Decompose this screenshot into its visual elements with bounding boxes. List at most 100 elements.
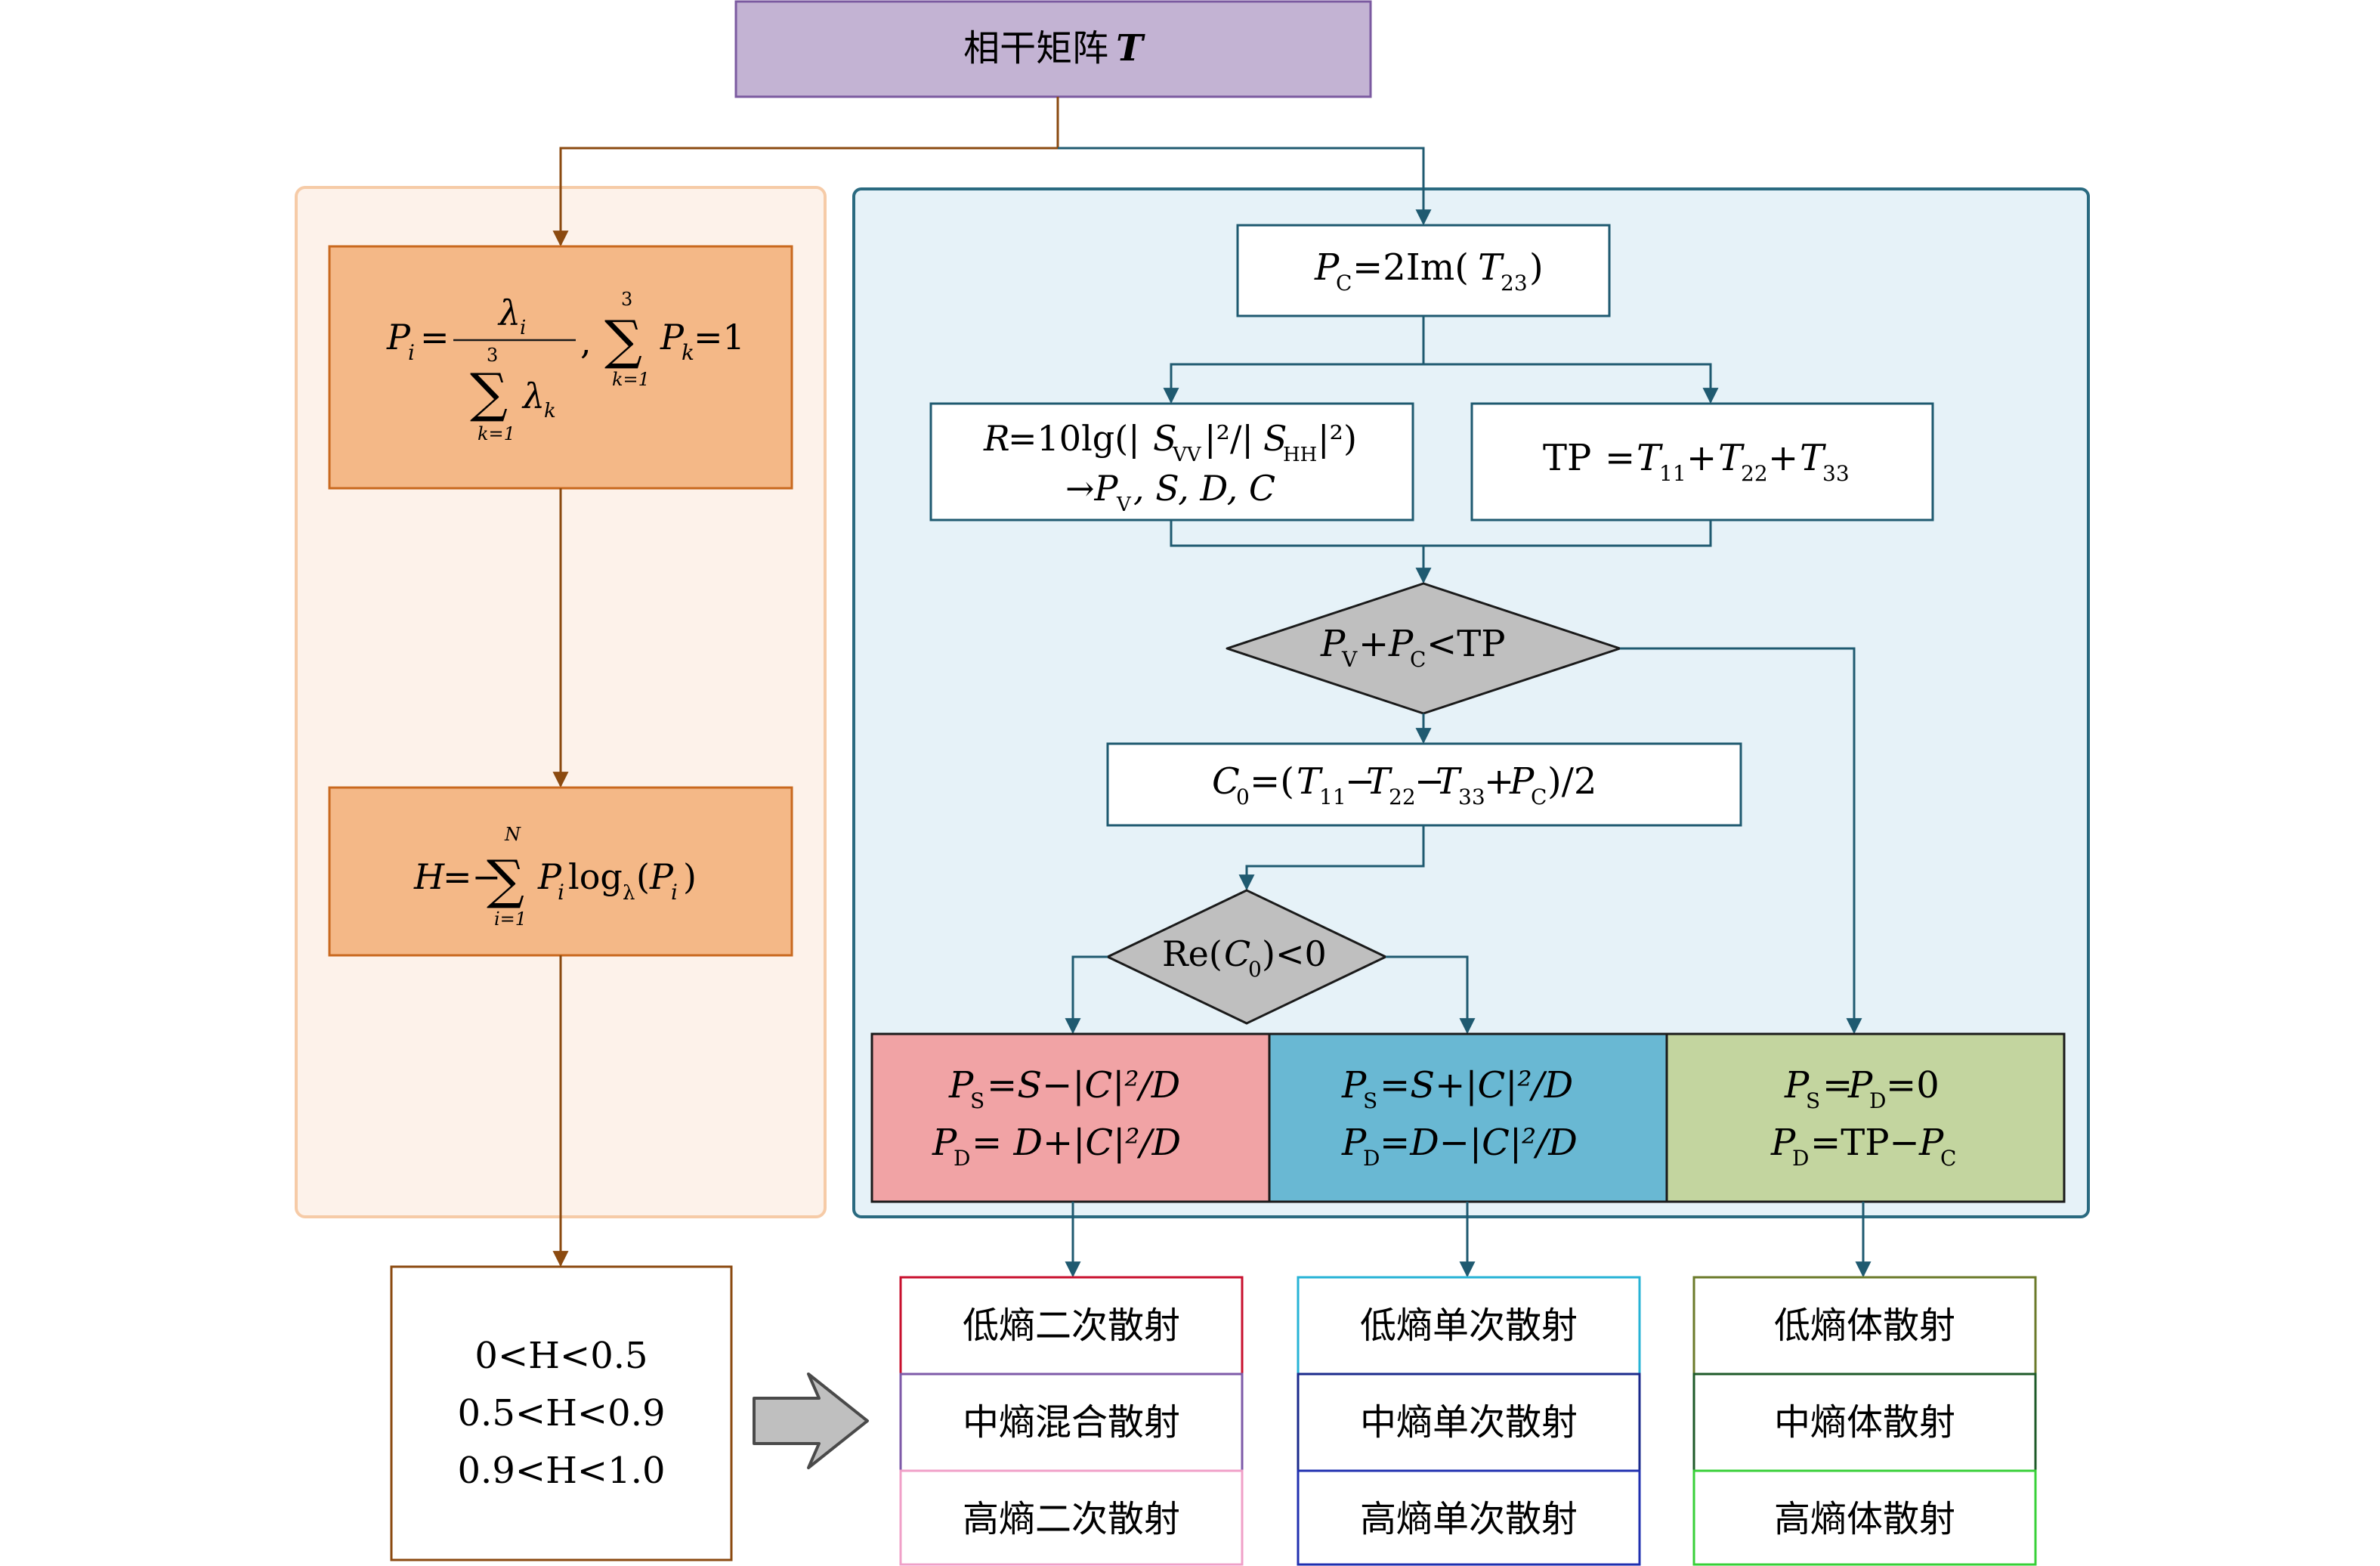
- svg-text:P: P: [660, 317, 685, 357]
- svg-text:22: 22: [1389, 785, 1416, 809]
- svg-text:33: 33: [1458, 785, 1485, 809]
- svg-text:=0: =0: [1886, 1064, 1940, 1106]
- svg-text:=2Im(: =2Im(: [1352, 246, 1469, 289]
- svg-text:k=1: k=1: [478, 423, 515, 444]
- entropy-formula: H =− N ∑ i=1 P i log λ ( P i ): [413, 824, 697, 930]
- tp-formula: TP = T 11 + T 22 + T 33: [1543, 437, 1850, 486]
- outcome-label: 高熵二次散射: [963, 1498, 1180, 1540]
- r-formula: R =10lg(| S VV |²/| S HH |²) →P V , S, D…: [983, 418, 1357, 516]
- svg-text:C: C: [1224, 933, 1250, 974]
- svg-text:i: i: [671, 880, 678, 905]
- probability-box: [328, 245, 793, 490]
- entropy-box: [328, 786, 793, 957]
- svg-text:11: 11: [1319, 785, 1346, 809]
- svg-text:T: T: [1478, 246, 1504, 289]
- svg-text:+: +: [1686, 437, 1717, 479]
- svg-text:S: S: [1363, 1088, 1377, 1113]
- outcome-label: 低熵体散射: [1774, 1304, 1955, 1347]
- svg-text:=: =: [1822, 1064, 1853, 1106]
- outcome-label: 低熵二次散射: [963, 1304, 1180, 1347]
- outcome-cell: [1297, 1373, 1641, 1472]
- outcome-cell: [1692, 1373, 2037, 1472]
- c0-box: [1106, 742, 1742, 827]
- pink-formula: P S =S−|C|²/D P D = D+|C|²/D: [932, 1064, 1181, 1171]
- svg-text:|²): |²): [1318, 418, 1357, 459]
- svg-text:λ: λ: [623, 882, 635, 905]
- svg-text:P: P: [649, 856, 674, 897]
- svg-text:P: P: [948, 1064, 974, 1106]
- svg-text:=: =: [1605, 437, 1635, 479]
- green-formula: P S = P D =0 P D =TP− P C: [1770, 1064, 1956, 1171]
- svg-text:V: V: [1341, 647, 1358, 672]
- svg-text:T: T: [1718, 437, 1745, 479]
- svg-text:D: D: [1363, 1146, 1380, 1171]
- svg-text:|²/|: |²/|: [1204, 418, 1253, 459]
- svg-text:C: C: [1531, 785, 1547, 809]
- svg-text:T: T: [1800, 437, 1826, 479]
- svg-text:P: P: [1918, 1122, 1944, 1164]
- outcome-label: 高熵单次散射: [1360, 1498, 1578, 1540]
- svg-text:=S+|C|²/D: =S+|C|²/D: [1380, 1064, 1573, 1106]
- svg-text:C: C: [1940, 1146, 1956, 1171]
- svg-text:P: P: [1847, 1064, 1873, 1106]
- connector-top-to-left: [552, 147, 1058, 247]
- svg-text:D: D: [1869, 1088, 1886, 1113]
- threshold-mid: 0.5<H<0.9: [458, 1392, 666, 1434]
- svg-text:C: C: [1410, 647, 1426, 672]
- svg-text:λ: λ: [497, 292, 521, 333]
- svg-text:23: 23: [1501, 271, 1528, 296]
- svg-text:,: ,: [580, 321, 592, 362]
- svg-text:=S−|C|²/D: =S−|C|²/D: [987, 1064, 1180, 1106]
- outcome-column-volume: 低熵体散射 中熵体散射 高熵体散射: [1692, 1276, 2037, 1566]
- svg-text:P: P: [932, 1122, 957, 1164]
- svg-text:→P: →P: [1065, 468, 1119, 509]
- outcome-cell: [1692, 1276, 2037, 1376]
- connector-c0-to-diamond2: [1238, 825, 1425, 891]
- svg-text:=: =: [420, 317, 450, 357]
- svg-text:P: P: [386, 317, 411, 357]
- outcome-cell: [899, 1469, 1244, 1566]
- outcome-label: 中熵体散射: [1774, 1401, 1955, 1444]
- svg-text:VV: VV: [1172, 444, 1202, 466]
- svg-text:k=1: k=1: [612, 369, 650, 390]
- connector-r-merge: [1170, 520, 1712, 547]
- svg-text:P: P: [1770, 1122, 1796, 1164]
- svg-text:−: −: [1345, 760, 1375, 803]
- svg-text:H: H: [413, 856, 445, 897]
- svg-text:i: i: [558, 880, 564, 905]
- tp-box: [1470, 402, 1934, 521]
- svg-text:Re(: Re(: [1162, 933, 1222, 974]
- svg-text:S: S: [1263, 418, 1287, 459]
- svg-text:N: N: [504, 824, 521, 845]
- outcome-column-single: 低熵单次散射 中熵单次散射 高熵单次散射: [1297, 1276, 1641, 1566]
- svg-text:=1: =1: [694, 317, 745, 357]
- svg-text:T: T: [1297, 760, 1323, 803]
- svg-text:k: k: [682, 340, 694, 365]
- svg-text:P: P: [1314, 246, 1340, 289]
- svg-text:i: i: [520, 317, 526, 339]
- thresholds-box: [390, 1265, 733, 1561]
- svg-text:): ): [683, 856, 697, 897]
- outcome-cell: [1297, 1469, 1641, 1566]
- connector-pc-to-tp: [1423, 363, 1719, 404]
- svg-text:HH: HH: [1283, 444, 1317, 466]
- svg-text:22: 22: [1741, 461, 1768, 486]
- svg-text:R: R: [983, 418, 1010, 459]
- svg-text:0: 0: [1248, 957, 1262, 982]
- svg-text:+: +: [1484, 760, 1514, 803]
- svg-text:(: (: [636, 856, 650, 897]
- connector-diamond2-right: [1386, 955, 1476, 1035]
- diamond2-label: Re( C 0 )<0: [1162, 933, 1327, 982]
- decision-diamond-re-c0: [1106, 889, 1387, 1025]
- svg-text:D: D: [1792, 1146, 1809, 1171]
- svg-text:log: log: [568, 856, 623, 897]
- svg-text:P: P: [1341, 1122, 1367, 1164]
- svg-text:<TP: <TP: [1426, 623, 1506, 665]
- svg-text:T: T: [1366, 760, 1392, 803]
- svg-text:=(: =(: [1250, 760, 1294, 803]
- svg-text:P: P: [1509, 760, 1535, 803]
- svg-text:+: +: [1768, 437, 1798, 479]
- result-box-double-bounce: [870, 1032, 1271, 1203]
- svg-text:S: S: [970, 1088, 984, 1113]
- svg-text:=10lg(|: =10lg(|: [1008, 418, 1140, 459]
